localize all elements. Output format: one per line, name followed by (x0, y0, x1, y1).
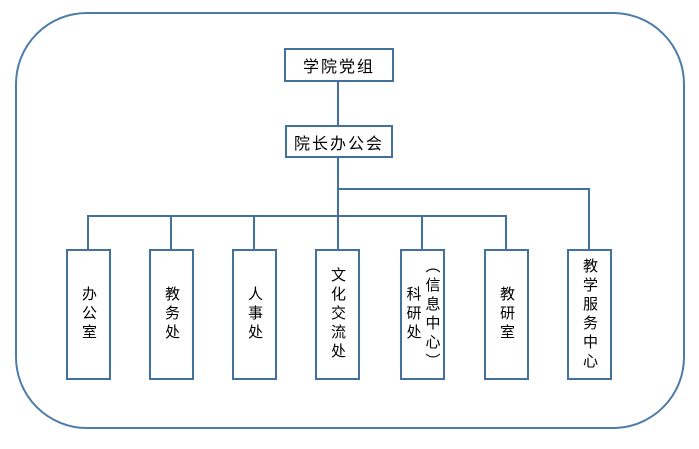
node-presidents-office-meeting-label: 院长办公会 (293, 133, 384, 153)
dept-teaching-service-center-label: 教学服务中心 (581, 257, 599, 372)
dept-human-resources-label: 人事处 (246, 286, 264, 343)
connector-drop-hr (253, 215, 255, 249)
connector-lower-branch-rail (87, 215, 507, 217)
dept-cultural-exchange: 文化交流处 (315, 249, 360, 380)
dept-academic-affairs: 教务处 (149, 249, 194, 380)
dept-teaching-research: 教研室 (484, 249, 529, 380)
dept-academic-affairs-label: 教务处 (163, 286, 181, 343)
dept-research-info-center: （信息中心） 科研处 (400, 249, 445, 380)
outer-rounded-border (15, 12, 685, 429)
node-presidents-office-meeting: 院长办公会 (285, 125, 393, 158)
node-party-group-label: 学院党组 (302, 57, 375, 76)
connector-drop-research (421, 215, 423, 249)
dept-research-info-center-label: （信息中心） 科研处 (404, 257, 442, 372)
dept-office: 办公室 (66, 249, 111, 380)
node-party-group: 学院党组 (284, 48, 394, 82)
dept-teaching-service-center: 教学服务中心 (567, 249, 612, 380)
connector-drop-teaching-service (588, 188, 590, 250)
connector-trunk (337, 157, 339, 249)
connector-drop-academic-affairs (170, 215, 172, 249)
connector-drop-teaching-research (505, 215, 507, 249)
connector-drop-office (87, 215, 89, 249)
dept-human-resources: 人事处 (232, 249, 277, 380)
connector-upper-branch-rail (337, 188, 590, 190)
dept-teaching-research-label: 教研室 (498, 286, 516, 343)
dept-cultural-exchange-label: 文化交流处 (329, 267, 347, 362)
connector-root-to-executive (337, 81, 339, 125)
dept-office-label: 办公室 (80, 286, 98, 343)
